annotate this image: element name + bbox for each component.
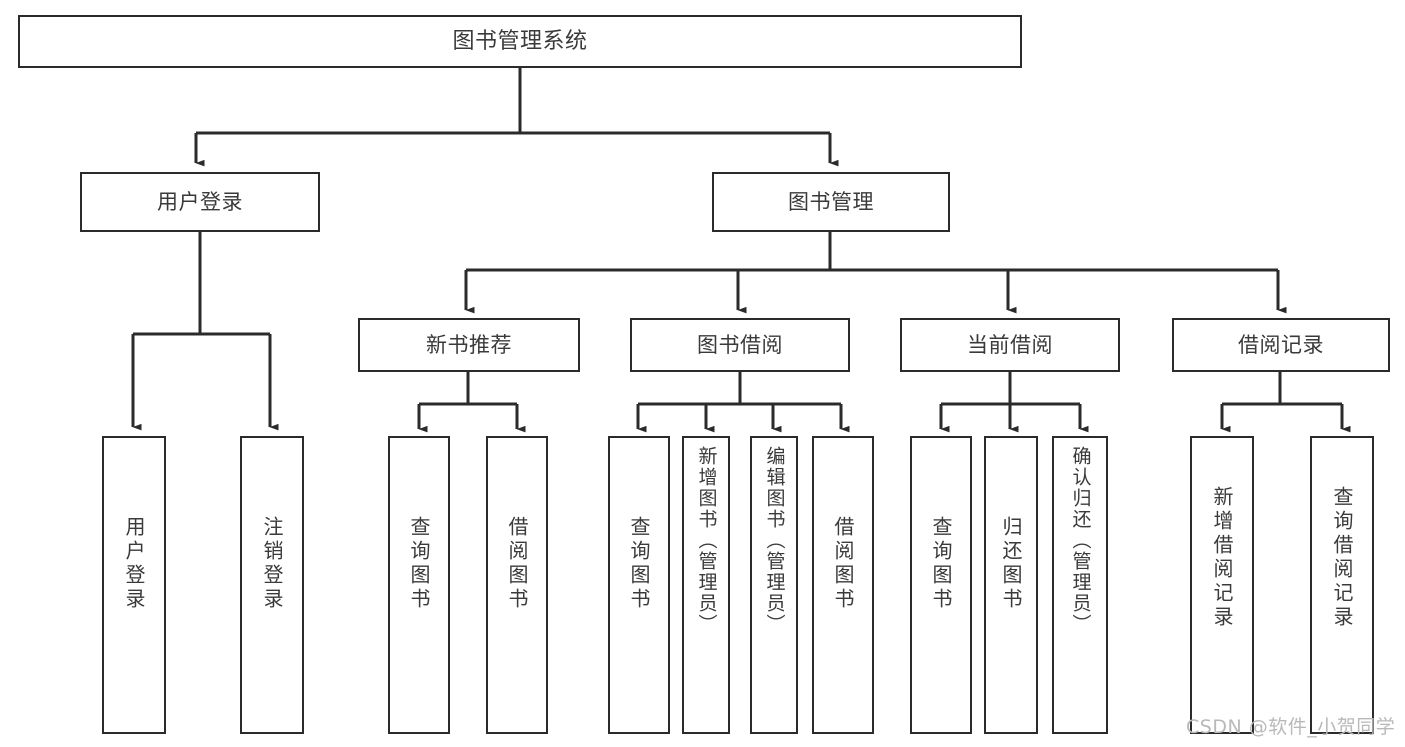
node-borrow-record[interactable]: 借阅记录: [1172, 318, 1390, 372]
node-label: 新增图书（管理员）: [695, 446, 718, 635]
leaf-user-login[interactable]: 用户登录: [102, 436, 166, 734]
csdn-watermark: CSDN @软件_小贺同学: [1186, 716, 1396, 738]
node-new-book-recommend[interactable]: 新书推荐: [358, 318, 580, 372]
leaf-query-book-recommend[interactable]: 查询图书: [388, 436, 450, 734]
leaf-query-book-borrow[interactable]: 查询图书: [608, 436, 670, 734]
node-root-system[interactable]: 图书管理系统: [18, 15, 1022, 68]
node-label: 当前借阅: [967, 332, 1053, 357]
node-label: 借阅记录: [1238, 332, 1324, 357]
node-label: 查询图书: [929, 516, 953, 612]
leaf-logout-login[interactable]: 注销登录: [240, 436, 304, 734]
node-label: 查询借阅记录: [1330, 486, 1354, 630]
node-label: 用户登录: [122, 516, 146, 612]
node-label: 新增借阅记录: [1210, 486, 1234, 630]
leaf-add-book-admin[interactable]: 新增图书（管理员）: [682, 436, 730, 734]
node-label: 注销登录: [260, 516, 284, 612]
leaf-borrow-book-recommend[interactable]: 借阅图书: [486, 436, 548, 734]
leaf-query-book-current[interactable]: 查询图书: [910, 436, 972, 734]
leaf-borrow-book[interactable]: 借阅图书: [812, 436, 874, 734]
leaf-edit-book-admin[interactable]: 编辑图书（管理员）: [750, 436, 798, 734]
node-current-borrow[interactable]: 当前借阅: [900, 318, 1120, 372]
node-label: 查询图书: [627, 516, 651, 612]
leaf-query-borrow-record[interactable]: 查询借阅记录: [1310, 436, 1374, 734]
node-label: 确认归还（管理员）: [1069, 446, 1092, 635]
node-label: 借阅图书: [505, 516, 529, 612]
node-label: 图书借阅: [697, 332, 783, 357]
node-label: 借阅图书: [831, 516, 855, 612]
node-label: 归还图书: [999, 516, 1023, 612]
node-label: 图书管理系统: [452, 28, 588, 54]
node-book-manage[interactable]: 图书管理: [712, 172, 950, 232]
node-label: 图书管理: [788, 189, 874, 214]
node-book-borrow[interactable]: 图书借阅: [630, 318, 850, 372]
node-user-login[interactable]: 用户登录: [80, 172, 320, 232]
leaf-add-borrow-record[interactable]: 新增借阅记录: [1190, 436, 1254, 734]
node-label: 编辑图书（管理员）: [763, 446, 786, 635]
node-label: 用户登录: [157, 189, 243, 214]
leaf-return-book[interactable]: 归还图书: [984, 436, 1038, 734]
leaf-confirm-return-admin[interactable]: 确认归还（管理员）: [1052, 436, 1108, 734]
node-label: 查询图书: [407, 516, 431, 612]
node-label: 新书推荐: [426, 332, 512, 357]
